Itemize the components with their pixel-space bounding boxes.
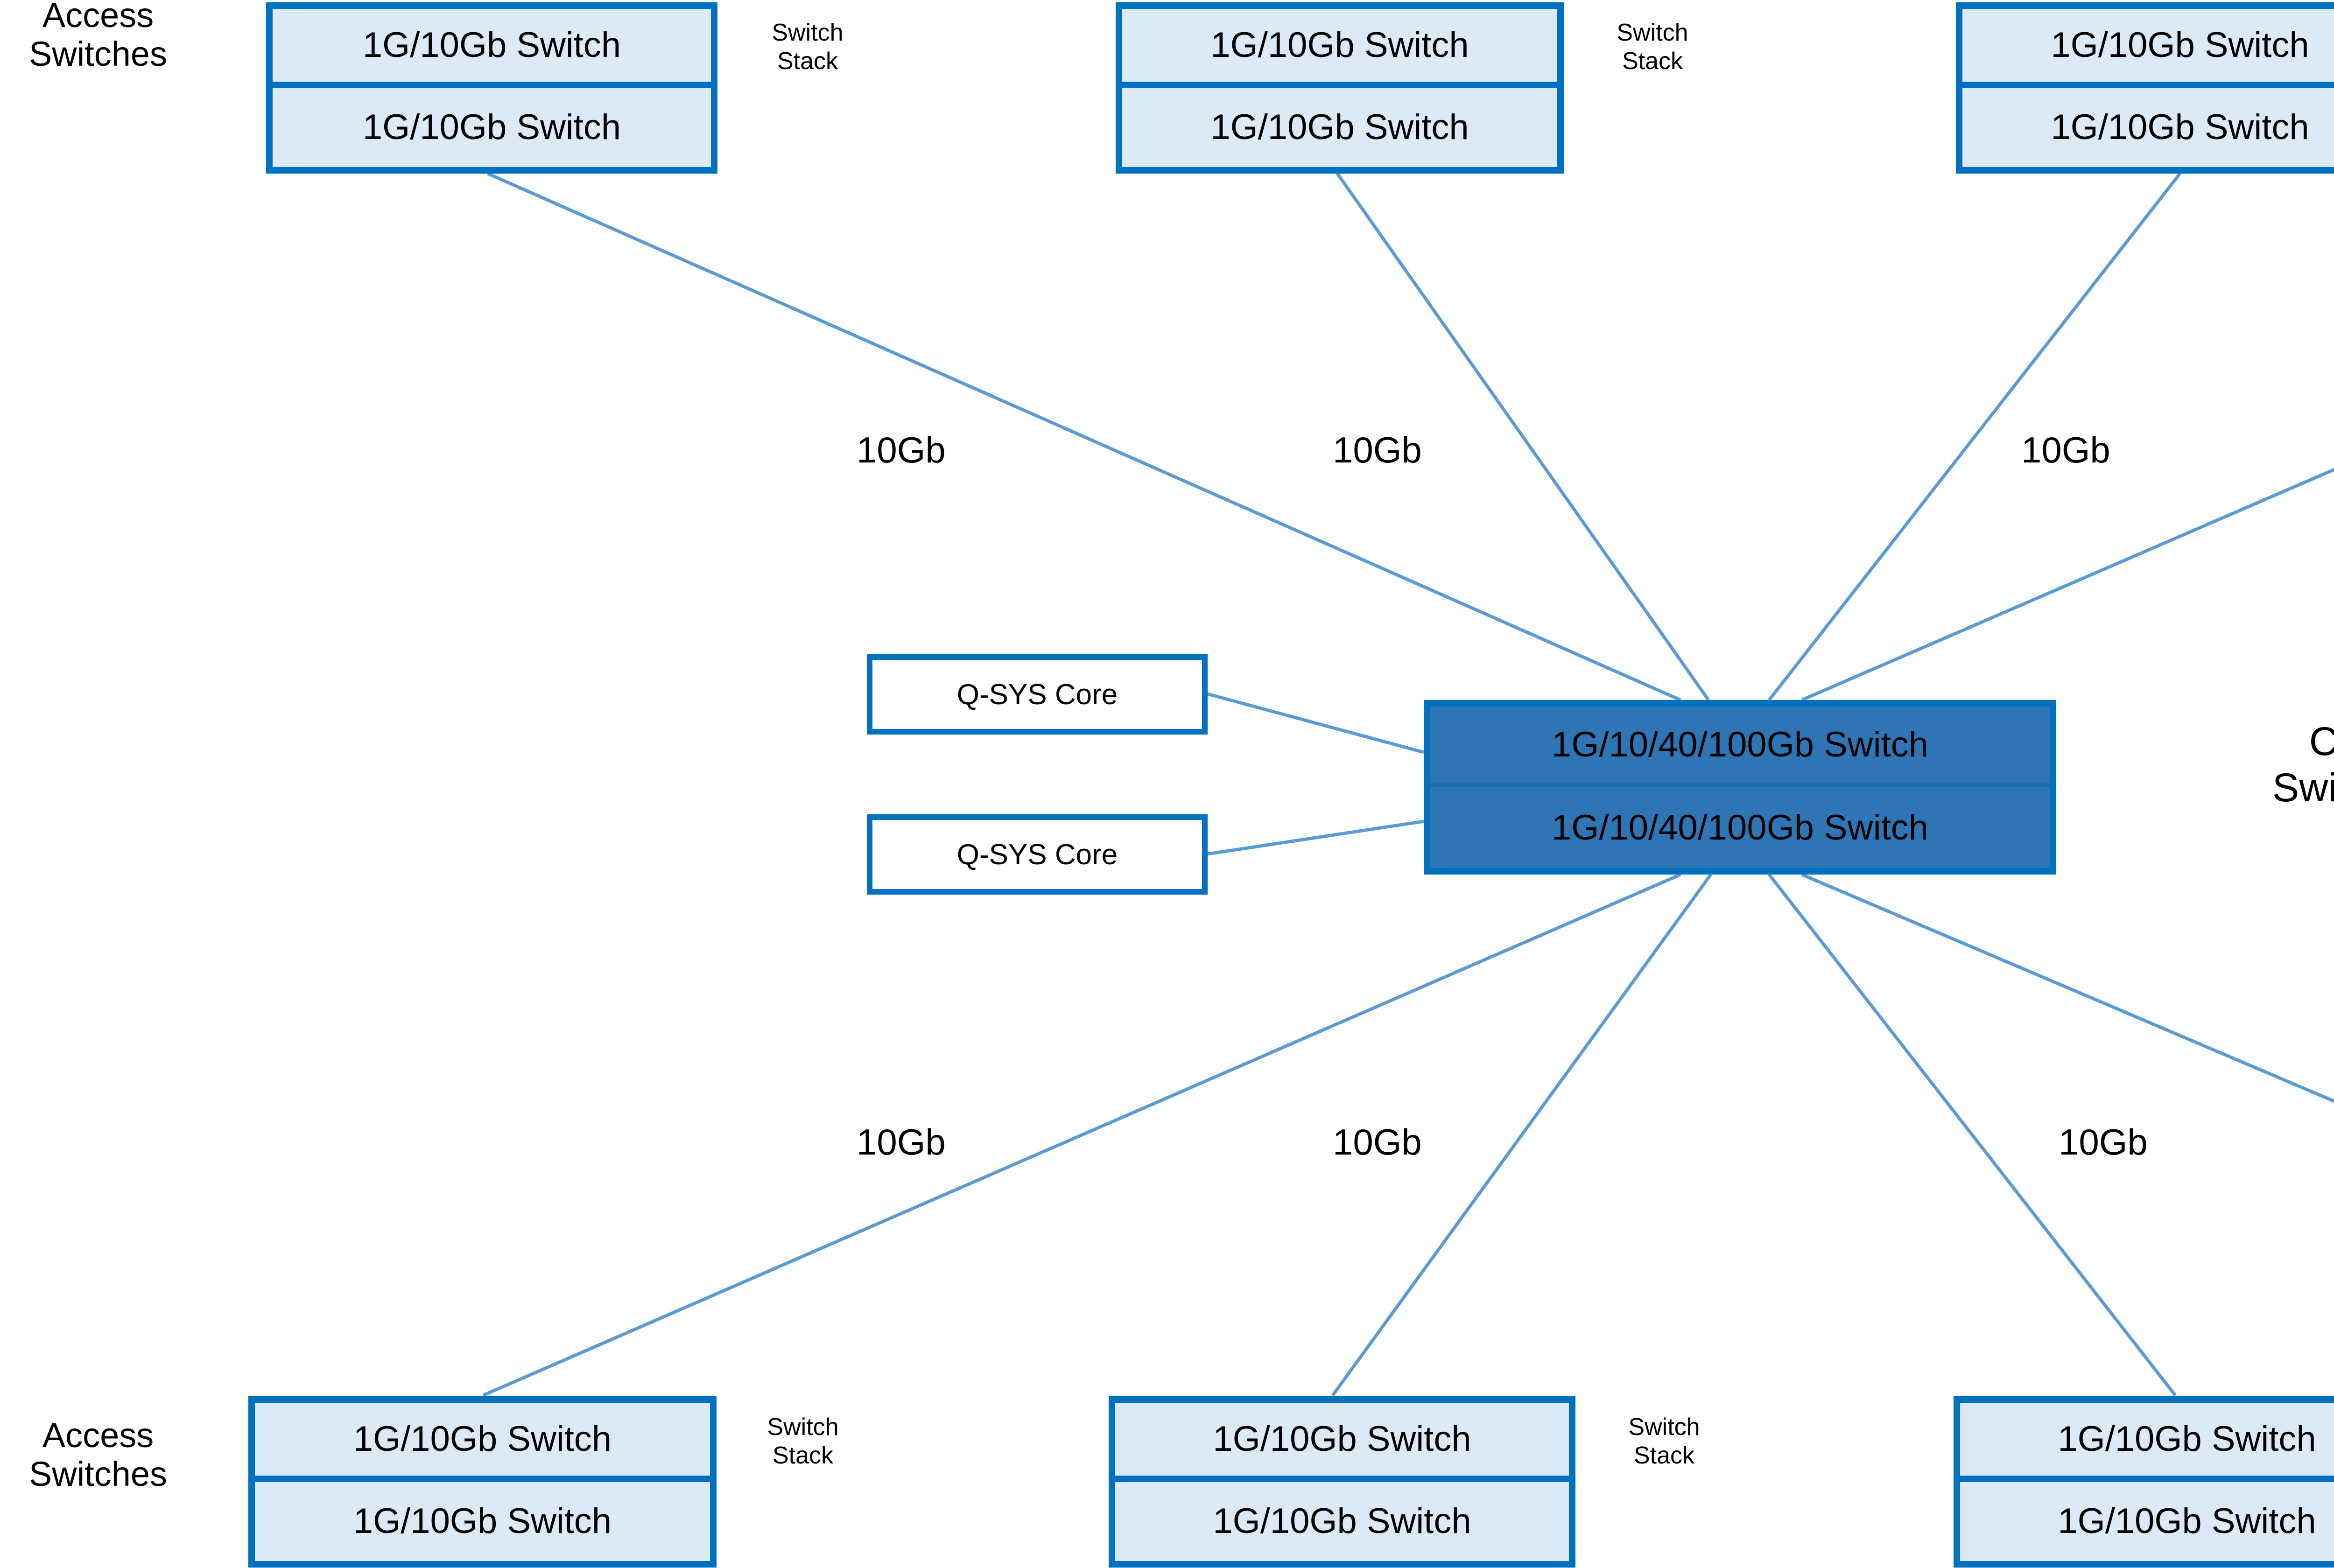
- speed-label-top-3: 10Gb: [2021, 429, 2110, 470]
- qsys-core-label: Q-SYS Core: [956, 838, 1118, 871]
- top-switch-stack-2[interactable]: 1G/10Gb Switch 1G/10Gb Switch: [1116, 2, 1564, 174]
- top-switch-stack-3[interactable]: 1G/10Gb Switch 1G/10Gb Switch: [1956, 2, 2334, 174]
- switch-stack-label-bottom-2: Switch Stack: [1628, 1414, 1700, 1470]
- link-top-stack-3: [1768, 172, 2181, 701]
- link-bottom-stack-3: [1768, 873, 2177, 1397]
- link-top-stack-2: [1336, 172, 1710, 701]
- speed-label-bottom-3: 10Gb: [2059, 1121, 2148, 1162]
- link-qsys-core-2: [1207, 819, 1424, 856]
- bottom-switch-stack-3[interactable]: 1G/10Gb Switch 1G/10Gb Switch: [1954, 1396, 2334, 1568]
- switch-unit: 1G/10Gb Switch: [255, 1482, 710, 1561]
- link-qsys-core-1: [1207, 692, 1424, 754]
- switch-unit: 1G/10Gb Switch: [1962, 9, 2334, 88]
- qsys-core-box-2[interactable]: Q-SYS Core: [867, 814, 1208, 895]
- top-switch-stack-1[interactable]: 1G/10Gb Switch 1G/10Gb Switch: [266, 2, 717, 174]
- switch-unit: 1G/10Gb Switch: [1115, 1482, 1569, 1561]
- switch-unit: 1G/10Gb Switch: [1115, 1403, 1569, 1482]
- bottom-switch-stack-2[interactable]: 1G/10Gb Switch 1G/10Gb Switch: [1109, 1396, 1575, 1568]
- switch-unit: 1G/10Gb Switch: [255, 1403, 710, 1482]
- speed-label-bottom-1: 10Gb: [857, 1121, 946, 1162]
- switch-stack-label-top-2: Switch Stack: [1617, 19, 1688, 75]
- switch-unit: 1G/10Gb Switch: [273, 9, 711, 88]
- core-switch-unit: 1G/10/40/100Gb Switch: [1430, 707, 2050, 787]
- switch-unit: 1G/10Gb Switch: [273, 88, 711, 167]
- link-top-stack-4: [1801, 468, 2334, 702]
- access-switches-label-top: Access Switches: [28, 0, 168, 73]
- link-bottom-stack-2: [1331, 873, 1712, 1397]
- switch-unit: 1G/10Gb Switch: [1962, 88, 2334, 167]
- core-switch-unit: 1G/10/40/100Gb Switch: [1430, 787, 2050, 868]
- qsys-core-box-1[interactable]: Q-SYS Core: [867, 654, 1208, 735]
- switch-unit: 1G/10Gb Switch: [1960, 1482, 2334, 1561]
- core-switches-label: Core Switches: [2272, 719, 2334, 810]
- switch-unit: 1G/10Gb Switch: [1122, 9, 1557, 88]
- speed-label-top-1: 10Gb: [857, 429, 946, 470]
- switch-stack-label-bottom-1: Switch Stack: [767, 1414, 839, 1470]
- switch-unit: 1G/10Gb Switch: [1122, 88, 1557, 167]
- bottom-switch-stack-1[interactable]: 1G/10Gb Switch 1G/10Gb Switch: [248, 1396, 717, 1568]
- access-switches-label-bottom: Access Switches: [28, 1416, 168, 1493]
- link-bottom-stack-4: [1801, 873, 2334, 1103]
- qsys-core-label: Q-SYS Core: [956, 678, 1118, 711]
- speed-label-bottom-2: 10Gb: [1333, 1121, 1422, 1162]
- link-bottom-stack-1: [482, 873, 1681, 1397]
- core-switch-stack[interactable]: 1G/10/40/100Gb Switch 1G/10/40/100Gb Swi…: [1424, 700, 2056, 875]
- link-top-stack-1: [487, 172, 1681, 702]
- switch-unit: 1G/10Gb Switch: [1960, 1403, 2334, 1482]
- switch-stack-label-top-1: Switch Stack: [772, 19, 844, 75]
- speed-label-top-2: 10Gb: [1333, 429, 1422, 470]
